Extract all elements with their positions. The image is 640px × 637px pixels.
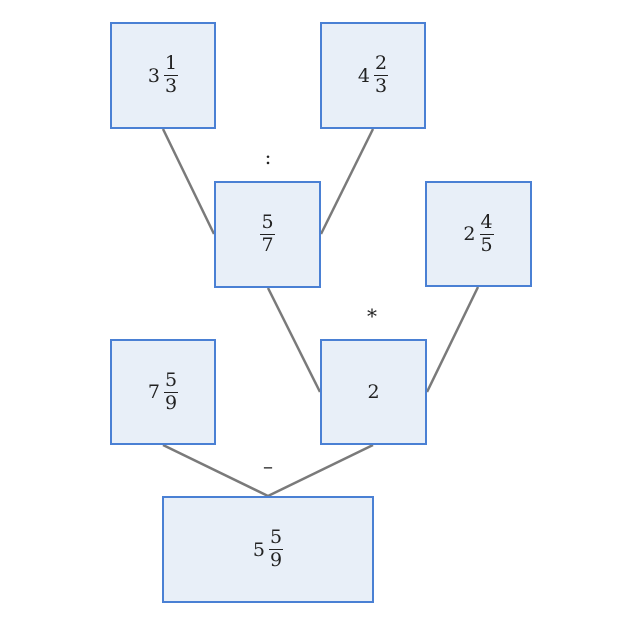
fraction-number: 5 7 (260, 211, 275, 256)
mixed-number: 3 1 3 (147, 52, 179, 97)
fraction: 2 3 (374, 52, 389, 97)
fraction: 4 5 (479, 210, 494, 256)
fraction: 5 9 (269, 526, 284, 571)
integer-value: 2 (367, 381, 380, 403)
denominator: 3 (165, 75, 178, 97)
node-integer-f: 2 (320, 339, 427, 445)
connector-b-to-c (319, 128, 375, 235)
fraction: 5 9 (164, 368, 179, 414)
connector-d-to-f (425, 286, 480, 393)
numerator: 5 (269, 526, 284, 550)
numerator: 5 (260, 211, 275, 235)
operator-subtract: – (263, 454, 273, 478)
node-result-g: 5 5 9 (162, 496, 374, 603)
denominator: 7 (261, 234, 274, 256)
numerator: 4 (479, 210, 494, 235)
mixed-number: 7 5 9 (147, 368, 179, 414)
whole-part: 7 (147, 381, 160, 403)
operator-divide: : (264, 145, 272, 169)
connector-a-to-c (161, 128, 216, 235)
mixed-number: 2 4 5 (463, 210, 494, 256)
node-mixed-number-a: 3 1 3 (110, 22, 216, 129)
node-fraction-c: 5 7 (214, 181, 321, 288)
whole-part: 5 (252, 538, 265, 561)
denominator: 9 (270, 549, 283, 571)
whole-part: 4 (357, 64, 370, 87)
operator-multiply: * (367, 304, 377, 328)
connector-c-to-f (266, 287, 322, 393)
whole-part: 3 (147, 64, 160, 87)
node-mixed-number-d: 2 4 5 (425, 181, 532, 287)
denominator: 3 (375, 75, 388, 97)
denominator: 5 (480, 233, 493, 256)
mixed-number: 5 5 9 (252, 526, 284, 571)
node-mixed-number-b: 4 2 3 (320, 22, 426, 129)
denominator: 9 (165, 391, 178, 414)
fraction: 5 7 (260, 211, 275, 256)
numerator: 2 (374, 52, 389, 76)
fraction: 1 3 (164, 52, 179, 97)
numerator: 5 (164, 368, 179, 393)
connector-f-to-g (267, 443, 374, 498)
node-mixed-number-e: 7 5 9 (110, 339, 216, 445)
numerator: 1 (164, 52, 179, 76)
connector-e-to-g (162, 443, 269, 498)
mixed-number: 4 2 3 (357, 52, 389, 97)
whole-part: 2 (463, 223, 476, 245)
